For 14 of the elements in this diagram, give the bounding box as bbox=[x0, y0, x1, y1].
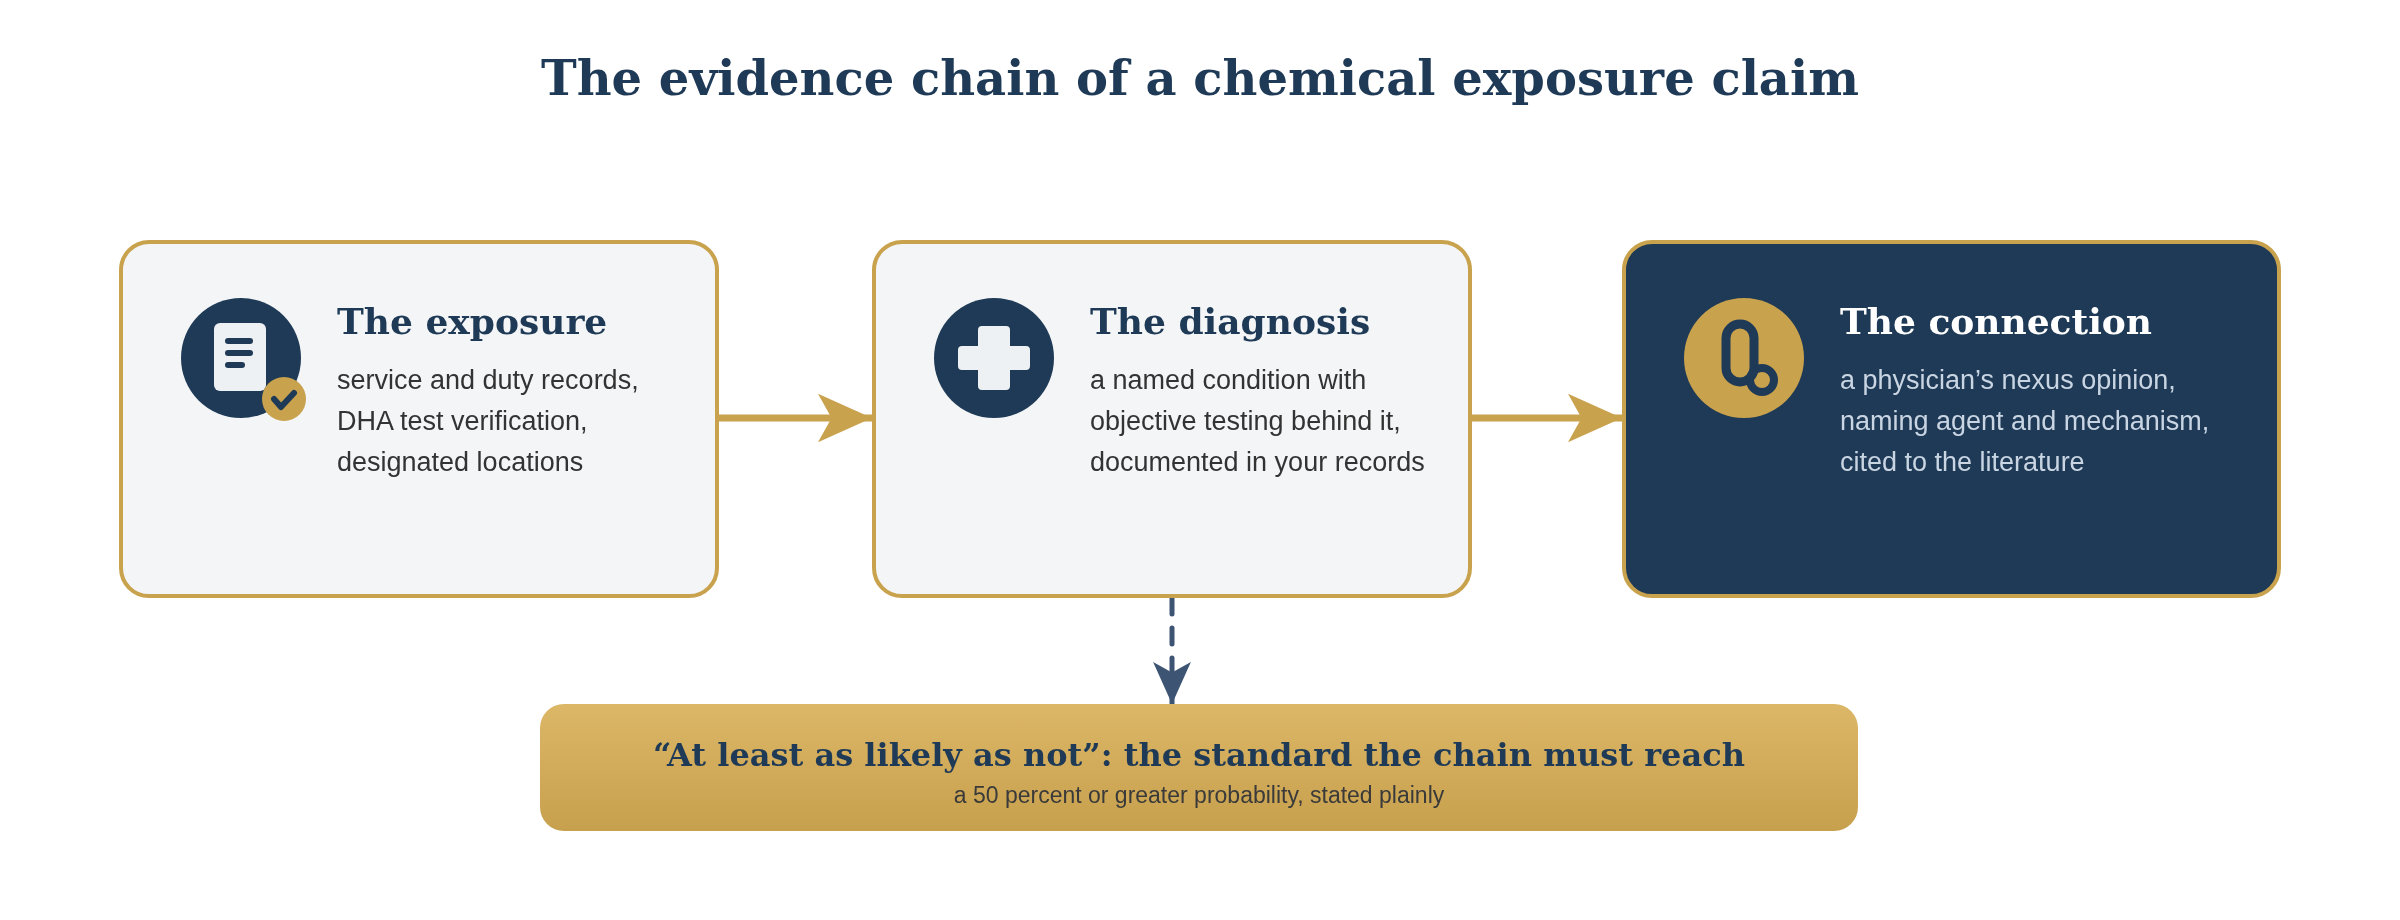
card-heading: The exposure bbox=[337, 300, 608, 342]
step-card bbox=[119, 240, 719, 598]
step-card bbox=[872, 240, 1472, 598]
card-heading: The diagnosis bbox=[1090, 300, 1371, 342]
card-description: a named condition with objective testing behind it, documented in your records bbox=[1090, 364, 1426, 479]
standard-banner bbox=[540, 704, 1858, 831]
card-description: service and duty records, DHA test verification, designated locations bbox=[337, 364, 640, 479]
arrow bbox=[1153, 595, 1191, 707]
step-card bbox=[1622, 240, 2281, 598]
card-description: a physician’s nexus opinion, naming agent and mechanism, cited to the literature bbox=[1840, 364, 2211, 479]
banner-subtext: a 50 percent or greater probability, stated plainly bbox=[952, 782, 1446, 809]
banner-heading: “At least as likely as not”: the standard the chain must reach bbox=[652, 736, 1746, 774]
card-heading: The connection bbox=[1840, 300, 2152, 342]
diagram-title: The evidence chain of a chemical exposure claim bbox=[540, 50, 1860, 106]
